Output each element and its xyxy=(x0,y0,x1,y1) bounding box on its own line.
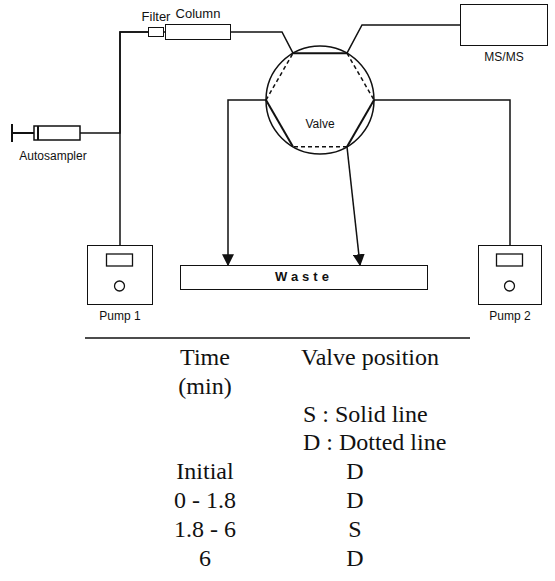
filter-box: Filter xyxy=(148,27,164,37)
node-label: Waste xyxy=(181,266,427,289)
solid-path xyxy=(347,100,374,147)
tubing-line xyxy=(374,100,510,245)
table-cell: D xyxy=(346,459,363,483)
table-cell: D : Dotted line xyxy=(303,430,446,454)
pump-display xyxy=(107,254,133,266)
tubing-line xyxy=(228,100,266,265)
node-label: Valve xyxy=(305,117,334,131)
tubing-line xyxy=(231,32,293,53)
table-cell: 1.8 - 6 xyxy=(174,517,236,541)
table-cell: D xyxy=(346,488,363,512)
table-cell: Initial xyxy=(176,459,233,483)
node-label: Column xyxy=(176,6,221,21)
tubing-line xyxy=(347,147,360,265)
table-cell: 0 - 1.8 xyxy=(174,488,236,512)
dotted-path xyxy=(293,146,347,148)
waste-box: Waste xyxy=(180,265,428,290)
table-cell: 6 xyxy=(199,546,211,570)
solid-path xyxy=(293,52,347,54)
table-cell: S : Solid line xyxy=(303,402,428,426)
ms-box: MS/MS xyxy=(460,4,548,46)
table-cell: Valve position xyxy=(301,345,439,369)
pump-symbol xyxy=(479,246,540,303)
pump-box: Pump 2 xyxy=(478,245,542,305)
valve-ports xyxy=(265,45,375,155)
table-cell: S xyxy=(348,517,361,541)
table-cell: (min) xyxy=(178,374,231,398)
dotted-path xyxy=(266,53,293,100)
pump-symbol xyxy=(88,246,151,303)
pump-box: Pump 1 xyxy=(87,245,153,305)
tubing-line xyxy=(120,32,148,245)
node-label: Pump 2 xyxy=(489,309,530,323)
table-cell: Time xyxy=(180,345,230,369)
column-box: Column xyxy=(165,24,231,40)
valve-circle: Valve xyxy=(265,45,375,155)
pump-display xyxy=(497,254,523,266)
tubing-line xyxy=(347,25,460,53)
node-label: Pump 1 xyxy=(99,309,140,323)
node-label: Autosampler xyxy=(19,149,86,163)
solid-path xyxy=(266,100,293,147)
table-cell: D xyxy=(346,546,363,570)
pump-knob xyxy=(505,281,515,291)
node-label: Filter xyxy=(142,9,171,24)
dotted-path xyxy=(347,53,374,100)
node-label: MS/MS xyxy=(484,50,523,64)
pump-knob xyxy=(115,281,125,291)
syringe-symbol xyxy=(10,120,96,146)
table-rule xyxy=(85,337,470,339)
tubing-line xyxy=(96,32,148,133)
autosampler-syringe: Autosampler xyxy=(10,120,96,146)
